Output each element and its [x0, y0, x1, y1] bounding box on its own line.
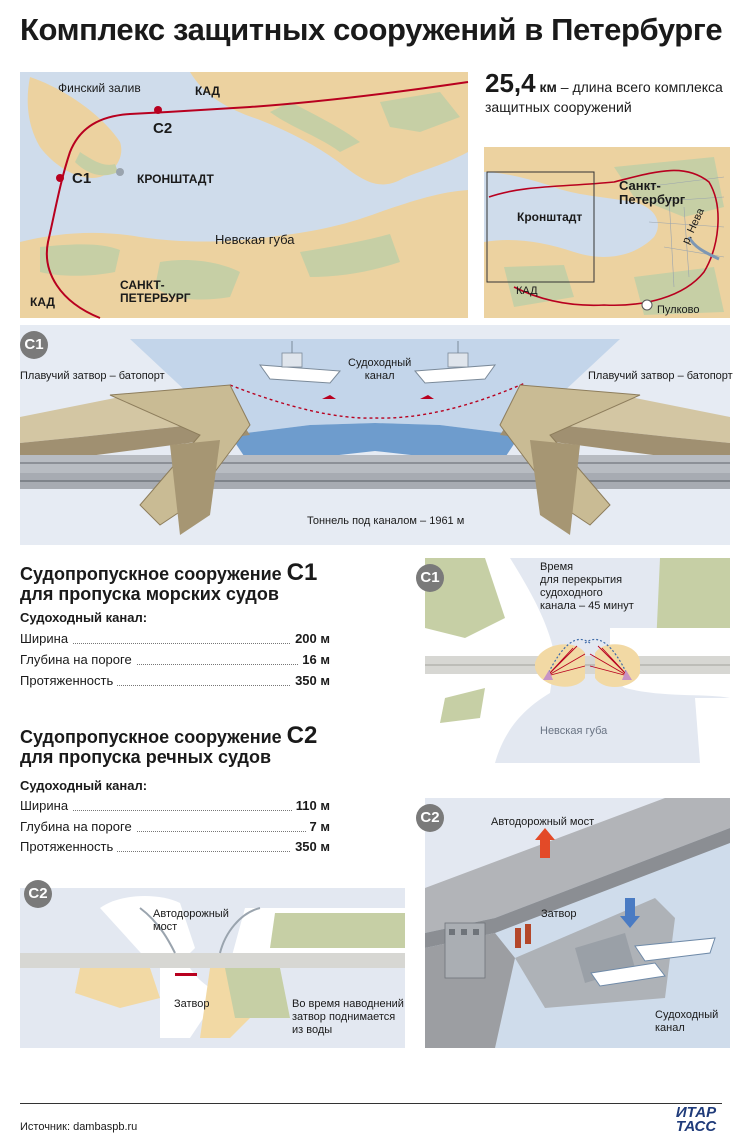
kronstadt-label: КРОНШТАДТ	[137, 172, 214, 186]
c2-map-label: С2	[153, 120, 173, 137]
c1-spec-title-prefix: Судопропускное сооружение	[20, 564, 287, 584]
c1-scene: С1 Плавучий затвор – батопорт Плавучий з…	[20, 325, 733, 545]
main-map: Финский залив КАД С2 С1 КРОНШТАДТ Невска…	[20, 72, 469, 319]
c2-spec-code: С2	[286, 722, 318, 749]
c1-scene-svg	[20, 339, 730, 535]
c1-scene-badge: С1	[20, 331, 48, 359]
c1-spec-title: Судопропускное сооружение С1 для пропуск…	[20, 561, 317, 605]
row-leader	[20, 664, 330, 665]
stat-value: 25,4	[485, 68, 536, 98]
row-key: Ширина	[20, 631, 73, 646]
left-gate-label: Плавучий затвор – батопорт	[20, 370, 165, 382]
row-key: Ширина	[20, 798, 73, 813]
stat-text-1: – длина всего комплекса	[556, 79, 723, 95]
c2-spec-row-depth: Глубина на пороге 7 м	[20, 819, 330, 837]
logo-line-1: ИТАР	[675, 1104, 717, 1121]
itar-tass-logo: ИТАР ТАСС	[663, 1104, 729, 1138]
inset-map: Санкт- Петербург Кронштадт р. Нева КАД П…	[484, 147, 730, 318]
c2-plan-bridge-label: Автодорожный мост	[153, 908, 229, 933]
tunnel-label: Тоннель под каналом – 1961 м	[307, 515, 465, 527]
row-value: 350 м	[291, 839, 330, 854]
c1-ship-left	[258, 341, 342, 384]
c1-spec-row-length: Протяженность 350 м	[20, 673, 330, 691]
kad-top-label: КАД	[195, 84, 220, 98]
row-value: 200 м	[291, 631, 330, 646]
row-key: Протяженность	[20, 839, 118, 854]
main-map-svg	[20, 72, 469, 319]
c1-spec-title-line2: для пропуска морских судов	[20, 584, 279, 604]
inset-pulkovo-label: Пулково	[657, 304, 700, 316]
c2-spec-title-line2: для пропуска речных судов	[20, 747, 272, 767]
c2-plan-svg	[20, 896, 405, 1038]
row-value: 350 м	[291, 673, 330, 688]
stat-unit: км	[539, 79, 557, 95]
c2-spec-title: Судопропускное сооружение С2 для пропуск…	[20, 724, 317, 768]
c2-scene-bridge-label: Автодорожный мост	[491, 816, 595, 828]
c2-scene-gate-label: Затвор	[541, 908, 577, 920]
c2-spec-subhead: Судоходный канал:	[20, 778, 148, 793]
c1-plan-note: Время для перекрытия судоходного канала …	[540, 561, 634, 612]
length-stat: 25,4 км – длина всего комплекса защитных…	[485, 70, 735, 117]
c2-plan-note: Во время наводнений затвор поднимается и…	[292, 998, 404, 1036]
c1-spec-code: С1	[286, 559, 318, 586]
inset-map-svg	[484, 147, 730, 318]
c2-plan-badge: С2	[24, 880, 52, 908]
row-value: 7 м	[305, 819, 330, 834]
row-key: Глубина на пороге	[20, 819, 136, 834]
footer-divider	[20, 1103, 722, 1104]
c2-plan-gate-label: Затвор	[174, 998, 210, 1010]
inset-spb-label: Санкт- Петербург	[619, 178, 686, 207]
c2-spec-row-length: Протяженность 350 м	[20, 839, 330, 857]
c2-scene: С2 Автодорожный мост Затвор Судоходный к…	[416, 798, 730, 1048]
page-title: Комплекс защитных сооружений в Петербург…	[20, 12, 723, 47]
row-leader	[20, 685, 330, 686]
logo-line-2: ТАСС	[675, 1118, 717, 1135]
c2-plan: С2 Автодорожный мост Затвор Во время нав…	[20, 880, 405, 1048]
c1-spec-subhead: Судоходный канал:	[20, 610, 148, 625]
row-value: 110 м	[291, 798, 330, 813]
c1-plan-badge: С1	[416, 564, 444, 592]
c1-spec-row-width: Ширина 200 м	[20, 631, 330, 649]
neva-bay-label: Невская губа	[215, 232, 295, 247]
right-gate-label: Плавучий затвор – батопорт	[588, 370, 733, 382]
row-leader	[20, 851, 330, 852]
spb-label: САНКТ- ПЕТЕРБУРГ	[120, 278, 191, 305]
c2-scene-svg	[425, 798, 730, 1048]
c2-spec-row-width: Ширина 110 м	[20, 798, 330, 816]
c1-plan-svg	[425, 558, 730, 763]
c2-scene-badge: С2	[416, 804, 444, 832]
c1-ship-right	[413, 341, 497, 384]
c1-map-label: С1	[72, 170, 92, 187]
c1-plan: С1 Время для перекрытия судоходного кана…	[416, 558, 730, 763]
row-leader	[20, 643, 330, 644]
inset-kad-label: КАД	[516, 285, 538, 297]
c1-plan-bay-label: Невская губа	[540, 725, 608, 737]
kad-bottom-label: КАД	[30, 295, 55, 309]
source-text: Источник: dambaspb.ru	[20, 1121, 138, 1133]
row-leader	[20, 831, 330, 832]
row-key: Протяженность	[20, 673, 118, 688]
gulf-label: Финский залив	[58, 81, 141, 95]
c2-scene-channel-label: Судоходный канал	[655, 1009, 719, 1034]
row-leader	[20, 810, 330, 811]
row-key: Глубина на пороге	[20, 652, 136, 667]
c2-spec-title-prefix: Судопропускное сооружение	[20, 727, 287, 747]
c1-spec-row-depth: Глубина на пороге 16 м	[20, 652, 330, 670]
channel-label: Судоходный канал	[348, 357, 412, 382]
row-value: 16 м	[298, 652, 330, 667]
stat-text-2: защитных сооружений	[485, 99, 632, 115]
inset-kronstadt-label: Кронштадт	[517, 210, 583, 224]
